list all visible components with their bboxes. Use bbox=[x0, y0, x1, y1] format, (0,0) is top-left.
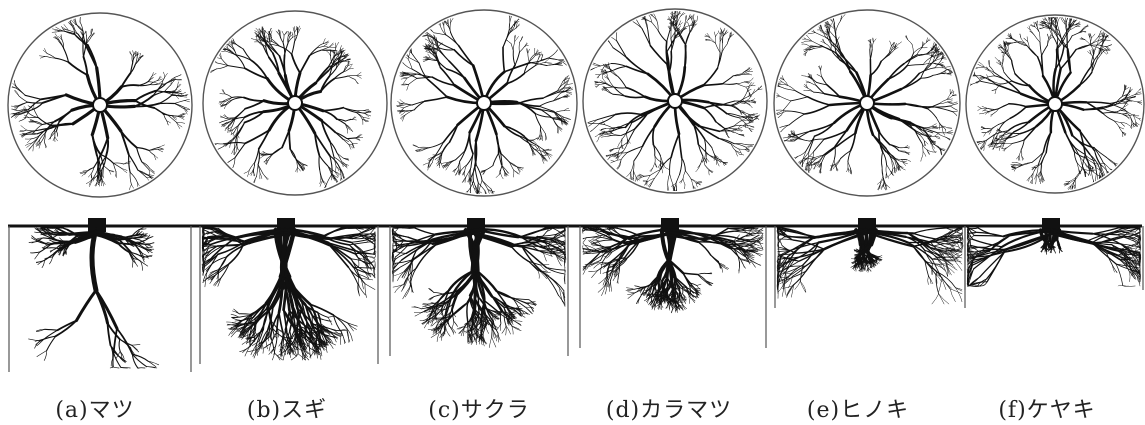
label-f: (f)ケヤキ bbox=[952, 392, 1142, 424]
profile-view-f bbox=[965, 218, 1143, 290]
label-e: (e)ヒノキ bbox=[763, 392, 953, 424]
profile-view-e bbox=[775, 218, 965, 308]
plan-view-d bbox=[569, 4, 762, 198]
plan-view-b bbox=[208, 26, 371, 193]
profile-view-a bbox=[9, 218, 191, 372]
trunk-base-a bbox=[93, 98, 107, 112]
profile-view-d bbox=[580, 218, 766, 348]
label-c: (c)サクラ bbox=[384, 392, 574, 424]
label-b: (b)スギ bbox=[192, 392, 382, 424]
profile-view-b bbox=[200, 218, 378, 364]
profile-view-c bbox=[390, 218, 568, 356]
trunk-base-d bbox=[668, 94, 682, 108]
trunk-base-b bbox=[288, 96, 302, 110]
trunk-base-c bbox=[477, 96, 491, 110]
trunk-base-e bbox=[860, 96, 874, 110]
panel-d bbox=[569, 4, 767, 348]
label-a: (a)マツ bbox=[0, 392, 190, 424]
label-d: (d)カラマツ bbox=[574, 392, 764, 424]
panel-a bbox=[8, 13, 192, 372]
panel-f bbox=[950, 9, 1145, 290]
trunk-base-f bbox=[1048, 97, 1062, 111]
panel-c bbox=[390, 8, 577, 356]
panel-e bbox=[763, 7, 974, 308]
panel-b bbox=[200, 11, 387, 364]
